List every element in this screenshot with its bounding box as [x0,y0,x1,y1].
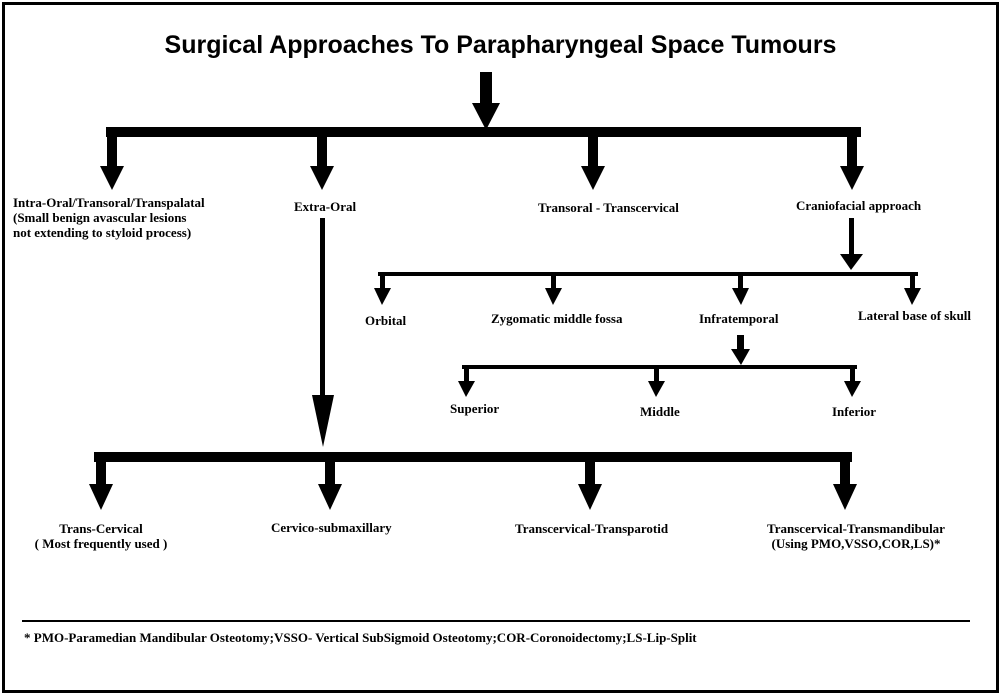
top-level-bar [106,127,861,137]
arrow-extra-oral-long [312,218,334,447]
label-transcervical-transmandibular: Transcervical-Transmandibular (Using PMO… [751,521,961,551]
arrow-middle [648,365,665,397]
label-transcervical-transparotid: Transcervical-Transparotid [515,521,669,536]
label-inferior: Inferior [832,404,877,419]
arrow-intra-oral [100,132,124,190]
arrow-zygomatic [545,272,562,305]
label-transcervical-transmandibular-line2: (Using PMO,VSSO,COR,LS)* [771,536,941,551]
label-intra-oral: Intra-Oral/Transoral/Transpalatal (Small… [13,195,205,240]
arrow-craniofacial [840,132,864,190]
arrow-transoral-transcervical [581,132,605,190]
footnote-divider [22,620,970,622]
label-trans-cervical: Trans-Cervical ( Most frequently used ) [16,521,186,551]
label-extra-oral: Extra-Oral [294,199,357,214]
label-middle: Middle [640,404,680,419]
label-cervico-submaxillary: Cervico-submaxillary [271,520,392,535]
label-intra-oral-line3: not extending to styloid process) [13,225,192,240]
label-orbital: Orbital [365,313,407,328]
title-arrow [472,72,500,130]
arrow-infratemporal [732,272,749,305]
diagram-title: Surgical Approaches To Parapharyngeal Sp… [164,31,837,59]
craniofacial-branch-bar [378,272,918,276]
arrow-craniofacial-down [840,218,863,270]
label-intra-oral-line2: (Small benign avascular lesions [13,210,187,225]
extra-oral-branch-bar [94,452,852,462]
arrow-cervico-submaxillary [318,458,342,510]
arrow-trans-cervical [89,458,113,510]
label-intra-oral-line1: Intra-Oral/Transoral/Transpalatal [13,195,205,210]
label-trans-cervical-line1: Trans-Cervical [59,521,143,536]
footnote: * PMO-Paramedian Mandibular Osteotomy;VS… [24,630,697,645]
label-superior: Superior [450,401,500,416]
arrow-orbital [374,272,391,305]
arrow-lateral-base [904,272,921,305]
arrow-transcervical-transmandibular [833,458,857,510]
label-zygomatic-middle-fossa: Zygomatic middle fossa [491,311,623,326]
label-lateral-base-of-skull: Lateral base of skull [858,308,972,323]
infratemporal-branch-bar [462,365,857,369]
label-transoral-transcervical: Transoral - Transcervical [538,200,679,215]
label-transcervical-transmandibular-line1: Transcervical-Transmandibular [767,521,945,536]
arrow-infratemporal-down [731,335,750,365]
arrow-extra-oral [310,132,334,190]
label-infratemporal: Infratemporal [699,311,779,326]
arrow-inferior [844,365,861,397]
label-trans-cervical-line2: ( Most frequently used ) [34,536,168,551]
label-craniofacial: Craniofacial approach [796,198,922,213]
arrow-transcervical-transparotid [578,458,602,510]
arrow-superior [458,365,475,397]
